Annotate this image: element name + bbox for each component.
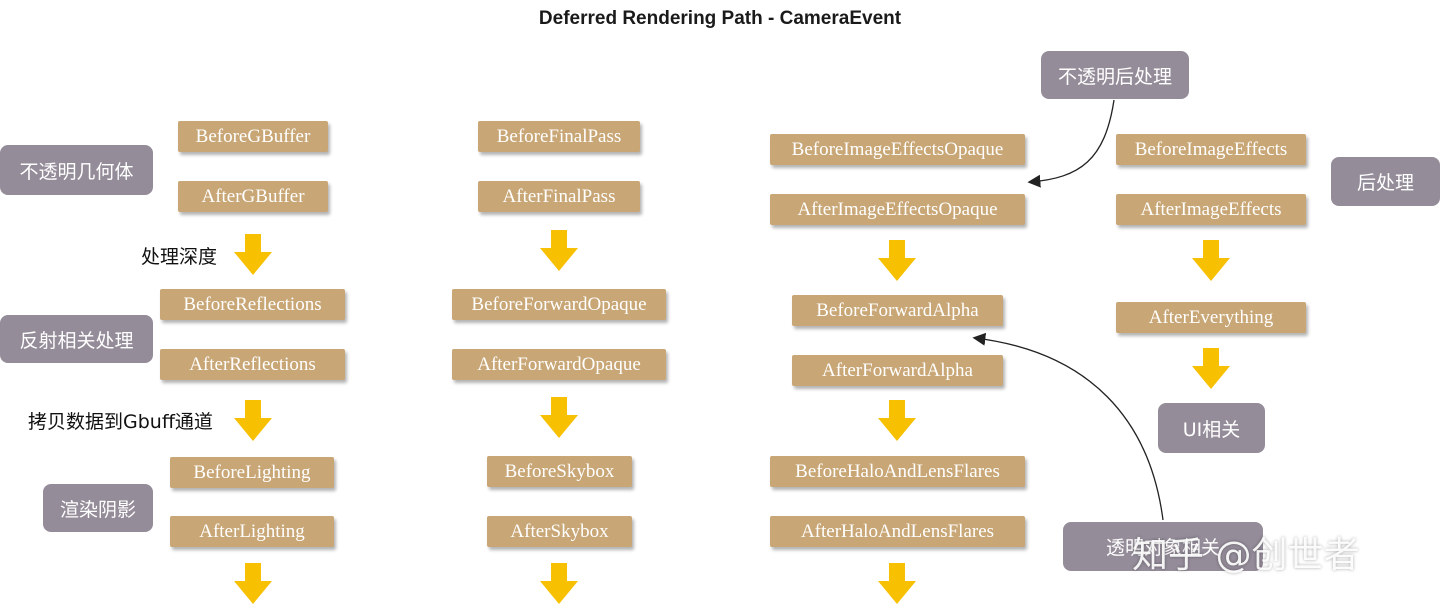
down-arrow-icon (540, 563, 578, 604)
event-before-forward-opaque: BeforeForwardOpaque (452, 289, 666, 320)
down-arrow-icon (234, 234, 272, 275)
group-reflections: 反射相关处理 (0, 315, 153, 363)
event-after-forward-alpha: AfterForwardAlpha (792, 355, 1003, 386)
down-arrow-icon (878, 240, 916, 281)
group-post-processing: 后处理 (1331, 157, 1440, 206)
down-arrow-icon (1192, 348, 1230, 389)
event-before-halo-and-lens-flares: BeforeHaloAndLensFlares (770, 456, 1025, 487)
event-after-image-effects-opaque: AfterImageEffectsOpaque (770, 194, 1025, 225)
event-before-skybox: BeforeSkybox (487, 456, 632, 487)
down-arrow-icon (234, 400, 272, 441)
group-opaque-post: 不透明后处理 (1041, 51, 1189, 99)
event-after-everything: AfterEverything (1116, 302, 1306, 333)
group-transparent: 透明对象相关 (1063, 522, 1263, 571)
event-after-forward-opaque: AfterForwardOpaque (452, 349, 666, 380)
event-before-reflections: BeforeReflections (160, 289, 345, 320)
event-after-final-pass: AfterFinalPass (478, 181, 640, 212)
event-before-lighting: BeforeLighting (170, 457, 334, 488)
group-opaque-geometry: 不透明几何体 (0, 145, 153, 195)
down-arrow-icon (234, 563, 272, 604)
note-copy-gbuffer: 拷贝数据到Gbuff通道 (28, 411, 213, 433)
down-arrow-icon (540, 397, 578, 438)
connector-transparent-arrow (972, 332, 1164, 521)
event-before-image-effects-opaque: BeforeImageEffectsOpaque (770, 134, 1025, 165)
down-arrow-icon (540, 230, 578, 271)
connector-opaque-post-arrow (1027, 99, 1115, 188)
event-before-final-pass: BeforeFinalPass (478, 121, 640, 152)
event-after-halo-and-lens-flares: AfterHaloAndLensFlares (770, 516, 1025, 547)
diagram-title: Deferred Rendering Path - CameraEvent (538, 8, 902, 29)
event-after-gbuffer: AfterGBuffer (178, 181, 328, 212)
down-arrow-icon (1192, 240, 1230, 281)
note-depth: 处理深度 (141, 246, 218, 268)
watermark: 知乎 @创世者 (1132, 535, 1360, 576)
event-after-image-effects: AfterImageEffects (1116, 194, 1306, 225)
group-ui: UI相关 (1158, 403, 1265, 453)
down-arrow-icon (878, 400, 916, 441)
event-after-lighting: AfterLighting (170, 516, 334, 547)
event-before-gbuffer: BeforeGBuffer (178, 121, 328, 152)
event-after-reflections: AfterReflections (160, 349, 345, 380)
event-before-forward-alpha: BeforeForwardAlpha (792, 295, 1003, 326)
event-after-skybox: AfterSkybox (487, 516, 632, 547)
group-shadows: 渲染阴影 (43, 484, 153, 532)
event-before-image-effects: BeforeImageEffects (1116, 134, 1306, 165)
down-arrow-icon (878, 563, 916, 604)
